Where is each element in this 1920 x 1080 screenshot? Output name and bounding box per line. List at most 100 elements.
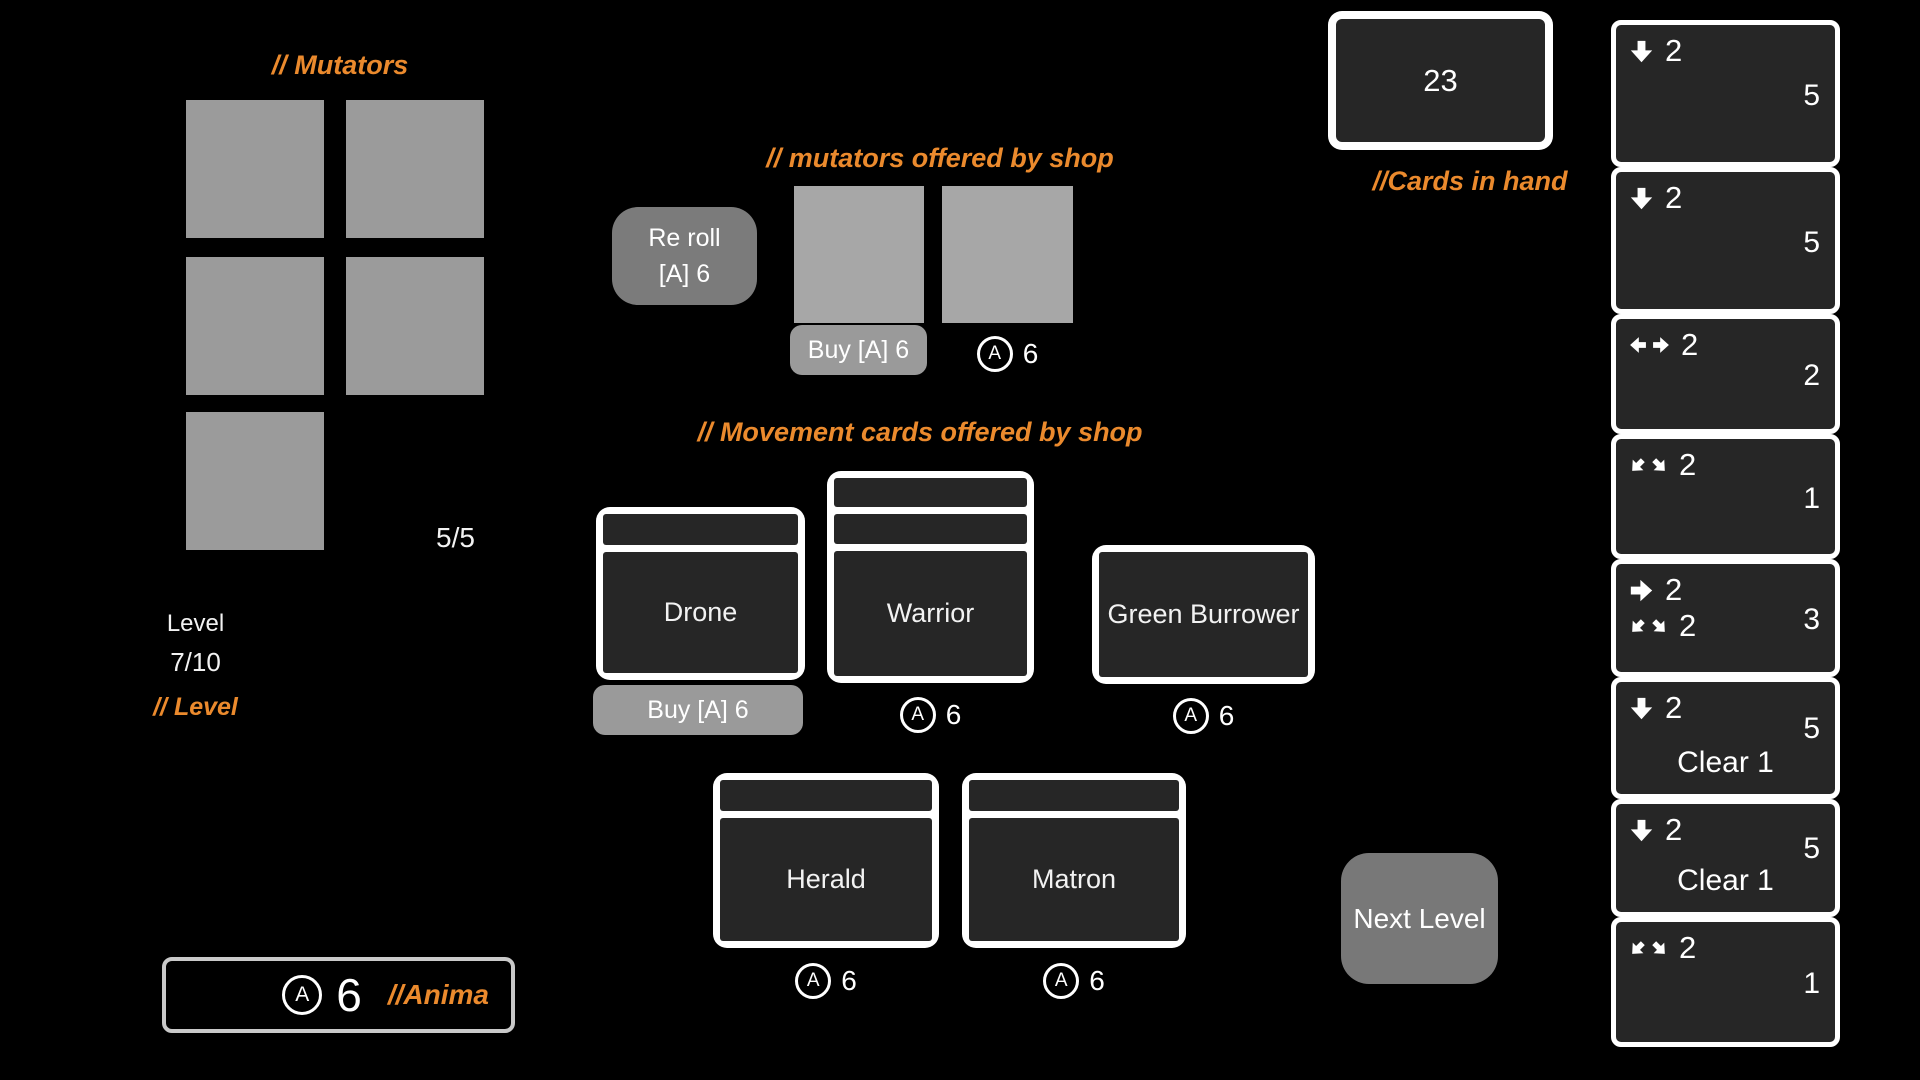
effect-value: 2 — [1679, 930, 1697, 965]
shop-mutators-title: // mutators offered by shop — [766, 143, 1114, 173]
anima-value: 6 — [336, 969, 362, 1021]
card-top-strip — [720, 780, 932, 811]
effect-value: 2 — [1665, 690, 1683, 725]
card-top-strip — [834, 514, 1027, 544]
anima-coin-icon: A — [899, 697, 936, 733]
hand-card[interactable]: 2 1 — [1611, 917, 1840, 1047]
level-comment: // Level — [153, 693, 238, 721]
mutator-slot[interactable] — [186, 257, 324, 395]
movement-card-warrior[interactable]: Warrior — [827, 471, 1034, 683]
card-effect-line: 2 — [1628, 33, 1823, 68]
card-top-strip — [834, 478, 1027, 507]
arrow-down-icon — [1628, 695, 1655, 722]
effect-value: 2 — [1665, 33, 1683, 68]
hand-card[interactable]: 2 2 3 — [1611, 559, 1840, 677]
card-cost: 1 — [1803, 481, 1820, 515]
price-value: 6 — [1218, 700, 1235, 731]
hand-panel: 2 5 2 5 2 2 — [1611, 20, 1840, 1047]
anima-coin-icon: A — [976, 336, 1013, 372]
card-clear-text: Clear 1 — [1677, 746, 1774, 779]
hand-card[interactable]: 2 5 Clear 1 — [1611, 799, 1840, 917]
card-clear-text: Clear 1 — [1677, 864, 1774, 897]
level-block: Level 7/10 // Level — [118, 610, 273, 722]
card-effect-line: 2 — [1628, 690, 1823, 725]
movement-card-green-burrower[interactable]: Green Burrower — [1092, 545, 1315, 684]
mutator-slot-count: 5/5 — [436, 522, 475, 553]
card-top-strip — [603, 514, 798, 545]
effect-value: 2 — [1681, 327, 1699, 362]
mutator-slot[interactable] — [186, 412, 324, 550]
card-effect-line: 2 — [1628, 608, 1823, 644]
card-cost: 5 — [1803, 712, 1820, 746]
card-cost: 5 — [1803, 832, 1820, 866]
card-cost: 1 — [1803, 967, 1820, 1001]
price-value: 6 — [1022, 338, 1039, 369]
card-price: A 6 — [713, 963, 939, 999]
card-price: A 6 — [827, 697, 1034, 733]
level-label: Level — [166, 610, 225, 637]
anima-box: A 6 //Anima — [162, 957, 515, 1033]
mutator-slot[interactable] — [346, 100, 484, 238]
card-effect-line: 2 — [1628, 180, 1823, 215]
card-effect-line: 2 — [1628, 327, 1823, 362]
hand-card[interactable]: 2 2 — [1611, 314, 1840, 434]
cards-in-hand-box: 23 — [1328, 11, 1553, 150]
movement-card-drone[interactable]: Drone — [596, 507, 805, 680]
effect-value: 2 — [1665, 812, 1683, 847]
arrows-diagonal-icon — [1628, 456, 1669, 475]
card-effect-line: 2 — [1628, 930, 1823, 965]
arrow-down-icon — [1628, 185, 1655, 212]
card-effect-line: 2 — [1628, 572, 1823, 607]
buy-mutator-button[interactable]: Buy [A] 6 — [790, 325, 927, 375]
card-cost: 5 — [1803, 226, 1820, 260]
shop-mutator-item[interactable] — [942, 186, 1073, 323]
hand-card[interactable]: 2 1 — [1611, 434, 1840, 559]
hand-card[interactable]: 2 5 — [1611, 20, 1840, 167]
reroll-button[interactable]: Re roll [A] 6 — [612, 207, 757, 305]
arrows-diagonal-icon — [1628, 617, 1669, 636]
card-name: Warrior — [834, 551, 1027, 676]
card-price: A 6 — [962, 963, 1186, 999]
card-name: Green Burrower — [1099, 552, 1308, 677]
effect-value: 2 — [1679, 608, 1697, 644]
arrows-diagonal-icon — [1628, 939, 1669, 958]
card-effect-line: 2 — [1628, 447, 1823, 482]
movement-card-matron[interactable]: Matron — [962, 773, 1186, 948]
hand-card[interactable]: 2 5 Clear 1 — [1611, 677, 1840, 799]
arrow-down-icon — [1628, 38, 1655, 65]
next-level-button[interactable]: Next Level — [1341, 853, 1498, 984]
price-value: 6 — [841, 965, 857, 996]
card-cost: 5 — [1803, 79, 1820, 113]
anima-label: //Anima — [387, 979, 489, 1010]
movement-shop-title: // Movement cards offered by shop — [697, 417, 1143, 447]
card-price: A 6 — [1092, 698, 1315, 734]
card-cost: 3 — [1803, 603, 1820, 637]
reroll-label-line1: Re roll — [648, 223, 721, 252]
level-value: 7/10 — [170, 647, 221, 677]
movement-card-herald[interactable]: Herald — [713, 773, 939, 948]
arrow-right-icon — [1628, 577, 1655, 604]
card-name: Matron — [969, 818, 1179, 941]
arrow-down-icon — [1628, 817, 1655, 844]
anima-coin-icon: A — [1172, 698, 1209, 734]
shop-mutator-item[interactable] — [794, 186, 924, 323]
anima-coin-icon: A — [1043, 963, 1080, 999]
card-name: Drone — [603, 552, 798, 673]
buy-card-button[interactable]: Buy [A] 6 — [593, 685, 803, 735]
card-cost: 2 — [1803, 359, 1820, 393]
hand-card[interactable]: 2 5 — [1611, 167, 1840, 314]
effect-value: 2 — [1679, 447, 1697, 482]
mutators-title: // Mutators — [271, 50, 409, 80]
cards-in-hand-count: 23 — [1336, 19, 1545, 142]
mutator-slot[interactable] — [346, 257, 484, 395]
arrows-left-right-icon — [1628, 335, 1671, 355]
price-value: 6 — [1089, 965, 1105, 996]
anima-coin-icon: A — [282, 975, 323, 1015]
anima-coin-icon: A — [795, 963, 832, 999]
mutator-slot[interactable] — [186, 100, 324, 238]
effect-value: 2 — [1665, 180, 1683, 215]
card-effect-line: 2 — [1628, 812, 1823, 847]
effect-value: 2 — [1665, 572, 1683, 607]
price-value: 6 — [945, 699, 962, 730]
